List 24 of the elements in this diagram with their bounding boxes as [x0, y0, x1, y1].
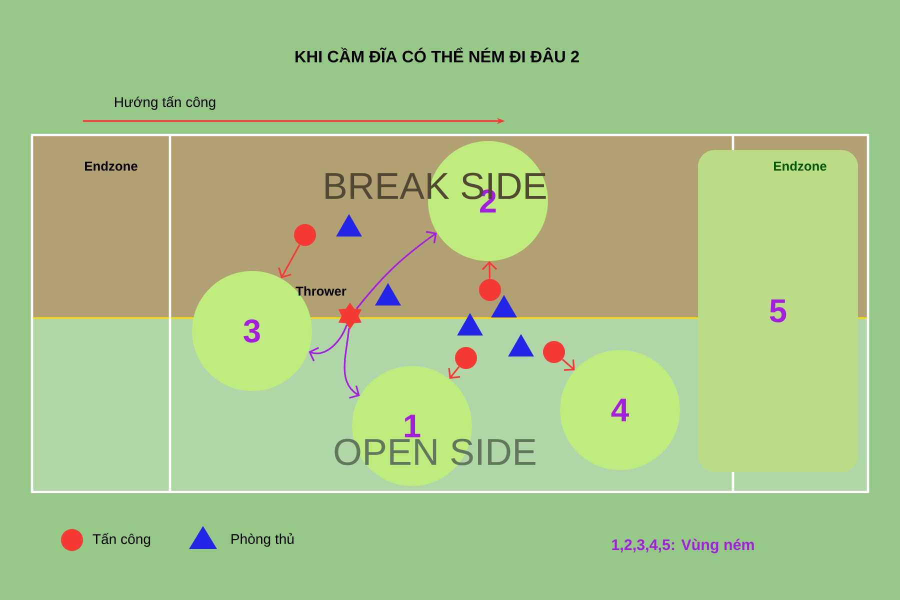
arrow — [448, 366, 460, 379]
attacker-dot — [543, 341, 565, 363]
arrow — [562, 358, 575, 371]
legend-label: Phòng thủ — [232, 533, 294, 547]
arrow — [308, 324, 348, 362]
endzone-label: Endzone — [85, 161, 138, 171]
defender-triangle — [508, 334, 534, 356]
side-label: OPEN SIDE — [334, 438, 536, 466]
defender-triangle — [491, 295, 517, 318]
arrow — [278, 244, 300, 278]
direction-label: Hướng tấn công — [115, 96, 216, 110]
defender-triangle — [336, 214, 362, 236]
legend-note: 1,2,3,4,5: Vùng ném — [612, 538, 754, 554]
defender-triangle — [375, 283, 401, 306]
attacker-dot — [294, 224, 316, 246]
arrow — [344, 328, 360, 399]
arrow — [356, 230, 437, 310]
defender-triangle — [457, 313, 483, 336]
legend-label: Tấn công — [92, 533, 150, 547]
endzone-label: Endzone — [774, 161, 826, 171]
arrow — [482, 261, 498, 279]
attacker-dot — [479, 279, 501, 301]
attacker-dot — [455, 347, 477, 369]
title: KHI CẦM ĐĨA CÓ THỂ NÉM ĐI ĐÂU 2 — [296, 48, 579, 62]
